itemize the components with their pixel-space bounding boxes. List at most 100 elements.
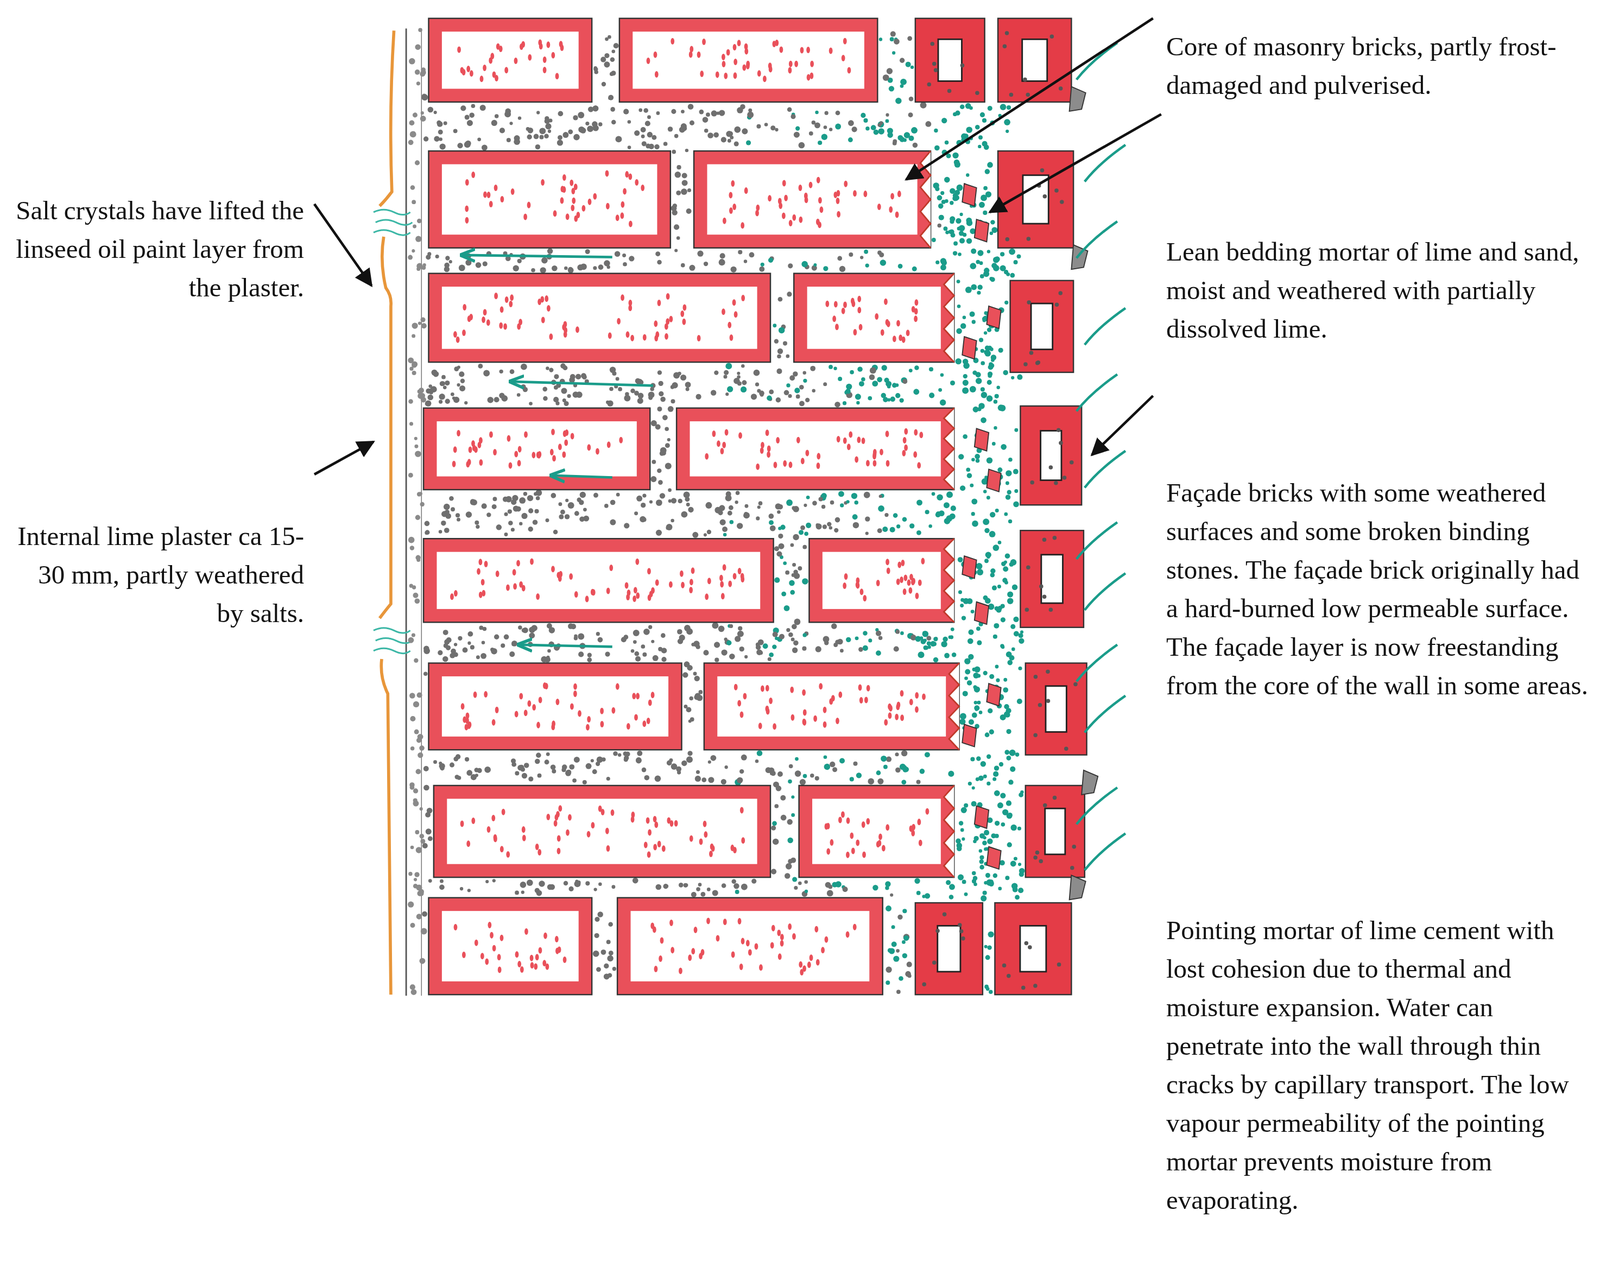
mortar-dot bbox=[957, 874, 964, 881]
mortar-dot bbox=[960, 323, 966, 329]
mortar-dot bbox=[544, 133, 549, 139]
mortar-dot bbox=[768, 513, 775, 520]
mortar-dot bbox=[453, 128, 458, 134]
mortar-dot bbox=[861, 377, 866, 382]
brick-grain bbox=[895, 211, 900, 218]
brick-grain bbox=[494, 184, 498, 192]
mortar-dot bbox=[959, 104, 965, 110]
mortar-dot bbox=[568, 886, 574, 892]
mortar-dot bbox=[808, 131, 814, 136]
mortar-dot bbox=[487, 396, 494, 404]
brick-grain bbox=[779, 46, 784, 53]
mortar-dot bbox=[667, 126, 673, 132]
brick-grain bbox=[622, 188, 627, 195]
mortar-dot bbox=[1008, 779, 1014, 785]
mortar-dot bbox=[991, 441, 996, 446]
brick-grain bbox=[625, 331, 630, 338]
mortar-dot bbox=[755, 382, 760, 387]
mortar-dot bbox=[686, 756, 693, 763]
mortar-dot bbox=[460, 105, 466, 111]
mortar-dot bbox=[506, 137, 511, 143]
brick-grain bbox=[744, 187, 749, 194]
mortar-dot bbox=[617, 387, 623, 392]
mortar-dot bbox=[995, 665, 999, 669]
mortar-dot bbox=[434, 371, 439, 376]
mortar-dot bbox=[407, 901, 414, 908]
mortar-dot bbox=[919, 768, 926, 775]
mortar-dot bbox=[1008, 519, 1013, 524]
mortar-dot bbox=[885, 980, 890, 985]
brick-grain bbox=[732, 43, 737, 51]
brick-grain bbox=[832, 315, 837, 322]
mortar-dot bbox=[693, 533, 698, 537]
mortar-dot bbox=[534, 888, 540, 894]
mortar-dot bbox=[719, 519, 726, 526]
mortar-dot bbox=[1001, 645, 1005, 649]
core-brick bbox=[423, 408, 650, 490]
mortar-dot bbox=[971, 511, 976, 516]
mortar-dot bbox=[806, 495, 811, 500]
brick-grain bbox=[898, 334, 903, 341]
mortar-dot bbox=[976, 291, 981, 295]
mortar-dot bbox=[592, 105, 599, 112]
mortar-dot bbox=[593, 66, 598, 72]
mortar-dot bbox=[686, 665, 693, 671]
mortar-dot bbox=[1003, 704, 1010, 710]
brick-grain bbox=[478, 437, 483, 444]
mortar-dot bbox=[984, 732, 990, 738]
mortar-dot bbox=[745, 140, 751, 145]
mortar-dot bbox=[955, 218, 961, 224]
mortar-dot bbox=[685, 148, 689, 153]
brick-grain bbox=[561, 324, 566, 331]
mortar-dot bbox=[946, 491, 953, 498]
mortar-dot bbox=[608, 95, 614, 101]
mortar-dot bbox=[642, 652, 647, 657]
mortar-dot bbox=[606, 939, 611, 945]
mortar-dot bbox=[970, 609, 975, 614]
mortar-dot bbox=[889, 893, 894, 897]
mortar-dot bbox=[563, 881, 569, 887]
brick-grain bbox=[487, 191, 491, 199]
mortar-dot bbox=[744, 504, 749, 509]
mortar-dot bbox=[713, 641, 720, 648]
mortar-dot bbox=[494, 114, 499, 119]
brick-grain bbox=[810, 72, 814, 80]
mortar-dot bbox=[822, 524, 827, 529]
mortar-dot bbox=[959, 238, 965, 244]
mortar-dot bbox=[893, 38, 900, 45]
mortar-dot bbox=[635, 757, 642, 764]
mortar-dot bbox=[986, 495, 991, 500]
mortar-dot bbox=[947, 770, 954, 777]
mortar-dot bbox=[899, 58, 905, 63]
brick-grain bbox=[453, 331, 458, 338]
mortar-dot bbox=[959, 713, 967, 720]
mortar-dot bbox=[444, 262, 450, 269]
mortar-dot bbox=[509, 369, 515, 375]
mortar-dot bbox=[665, 443, 670, 448]
mortar-dot bbox=[989, 530, 996, 538]
mortar-dot bbox=[971, 319, 976, 324]
mortar-dot bbox=[845, 388, 851, 395]
mortar-dot bbox=[479, 104, 486, 111]
mortar-dot bbox=[540, 267, 547, 274]
brick-grain bbox=[527, 201, 531, 209]
mortar-dot bbox=[643, 628, 650, 636]
brick-grain bbox=[561, 451, 566, 459]
mortar-dot bbox=[485, 880, 489, 884]
mortar-dot bbox=[748, 108, 752, 113]
mortar-dot bbox=[476, 655, 480, 660]
brick-grain bbox=[558, 443, 562, 451]
mortar-dot bbox=[933, 128, 938, 133]
mortar-dot bbox=[934, 145, 940, 151]
brick-core bbox=[632, 31, 865, 89]
mortar-dot bbox=[834, 401, 841, 408]
mortar-dot bbox=[952, 152, 959, 159]
mortar-dot bbox=[930, 641, 936, 647]
mortar-dot bbox=[988, 364, 994, 370]
mortar-dot bbox=[603, 973, 610, 980]
brick-grain bbox=[877, 203, 882, 211]
mortar-dot bbox=[902, 908, 907, 914]
mortar-dot bbox=[648, 391, 655, 398]
mortar-dot bbox=[519, 497, 526, 504]
mortar-dot bbox=[757, 505, 761, 509]
